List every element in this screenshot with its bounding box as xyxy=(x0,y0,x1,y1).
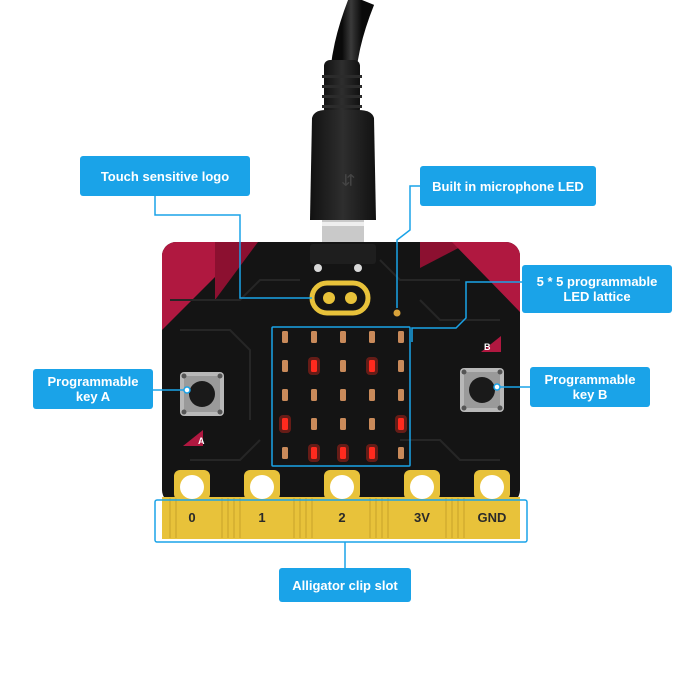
microphone-led xyxy=(393,309,401,317)
led-2-1 xyxy=(311,389,317,401)
led-3-1 xyxy=(311,418,317,430)
led-4-0 xyxy=(282,447,288,459)
callout-led-lattice-line1: 5 * 5 programmable xyxy=(536,274,658,289)
led-1-1 xyxy=(311,360,317,372)
button-b[interactable] xyxy=(460,368,504,412)
pin-label-2: 2 xyxy=(338,510,346,525)
led-1-3 xyxy=(369,360,375,372)
led-0-0 xyxy=(282,331,288,343)
led-matrix xyxy=(279,331,407,462)
callout-clip-slot: Alligator clip slot xyxy=(279,568,411,602)
led-0-2 xyxy=(340,331,346,343)
led-2-3 xyxy=(369,389,375,401)
callout-led-lattice-line2: LED lattice xyxy=(563,289,631,304)
led-4-1 xyxy=(311,447,317,459)
led-3-0 xyxy=(282,418,288,430)
pin-label-gnd: GND xyxy=(477,510,507,525)
callout-microphone-text: Built in microphone LED xyxy=(432,178,584,194)
callout-led-lattice: 5 * 5 programmable LED lattice xyxy=(522,265,672,313)
callout-key-a-line2: key A xyxy=(75,389,111,404)
pin-label-3v: 3V xyxy=(414,510,430,525)
callout-connectors xyxy=(153,185,530,570)
led-3-3 xyxy=(369,418,375,430)
led-2-0 xyxy=(282,389,288,401)
button-a[interactable] xyxy=(180,372,224,416)
led-3-4 xyxy=(398,418,404,430)
pin-label-1: 1 xyxy=(258,510,266,525)
svg-text:B: B xyxy=(484,342,491,352)
callout-key-a: Programmable key A xyxy=(33,369,153,409)
led-1-0 xyxy=(282,360,288,372)
led-4-2 xyxy=(340,447,346,459)
pin-label-0: 0 xyxy=(188,510,196,525)
microbit-board: A B xyxy=(162,242,520,539)
led-1-4 xyxy=(398,360,404,372)
led-0-1 xyxy=(311,331,317,343)
edge-connector[interactable] xyxy=(162,470,520,539)
svg-text:⇆: ⇆ xyxy=(339,173,356,186)
callout-key-b-line1: Programmable xyxy=(544,372,636,387)
led-4-4 xyxy=(398,447,404,459)
led-4-3 xyxy=(369,447,375,459)
svg-text:A: A xyxy=(198,436,205,446)
callout-key-b: Programmable key B xyxy=(530,367,650,407)
usb-cable: ⇆ xyxy=(310,0,376,242)
led-0-4 xyxy=(398,331,404,343)
led-1-2 xyxy=(340,360,346,372)
callout-microphone: Built in microphone LED xyxy=(420,166,596,206)
led-2-2 xyxy=(340,389,346,401)
led-0-3 xyxy=(369,331,375,343)
led-3-2 xyxy=(340,418,346,430)
button-b-marker: B xyxy=(481,336,501,352)
callout-clip-slot-text: Alligator clip slot xyxy=(292,577,398,593)
callout-key-b-line2: key B xyxy=(572,387,608,402)
led-2-4 xyxy=(398,389,404,401)
button-a-marker: A xyxy=(183,430,205,446)
callout-key-a-line1: Programmable xyxy=(47,374,139,389)
callout-touch-logo: Touch sensitive logo xyxy=(80,156,250,196)
callout-touch-logo-text: Touch sensitive logo xyxy=(100,168,230,184)
